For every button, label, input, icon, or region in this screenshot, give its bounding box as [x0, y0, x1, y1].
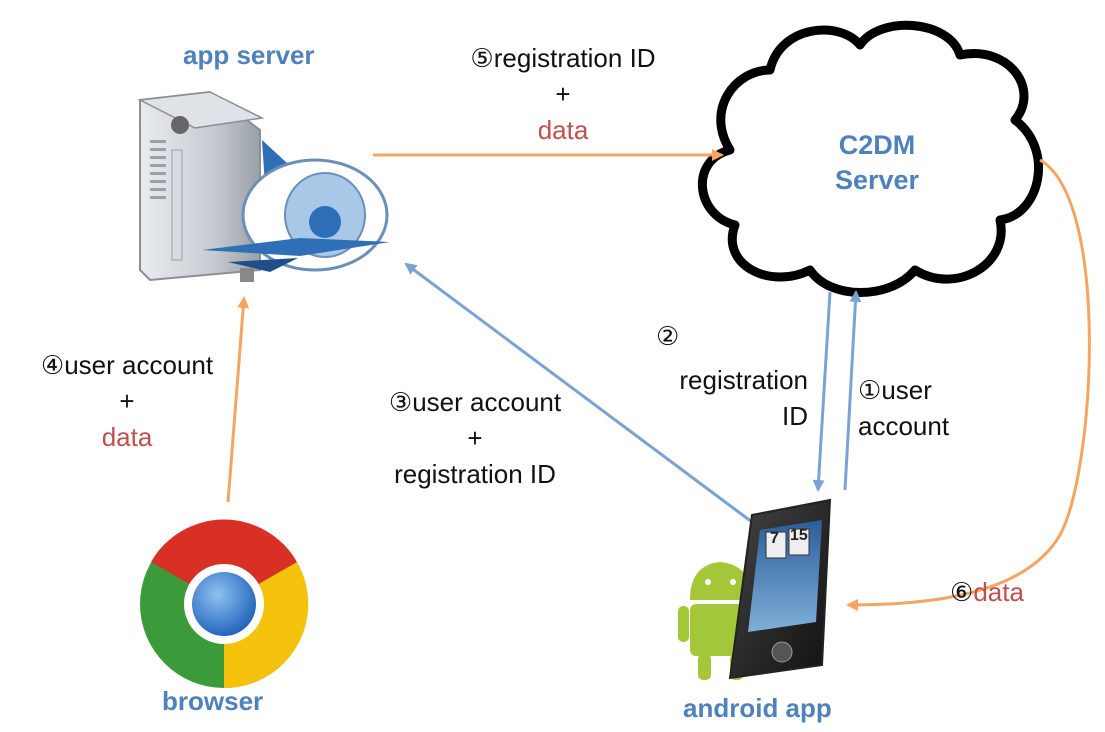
step-2-number: ②	[656, 321, 680, 351]
c2dm-cloud-shape	[698, 20, 1043, 297]
chrome-browser-icon	[140, 519, 309, 689]
app-server-title: app server	[183, 40, 315, 70]
step-2-line1: registration	[679, 365, 808, 395]
step-6-label: ⑥data	[950, 577, 1024, 608]
step-5-data: data	[537, 114, 589, 145]
step-4-line1: user account	[64, 350, 214, 380]
android-app-title: android app	[683, 693, 832, 723]
step-1-label: ①user account	[858, 375, 950, 442]
step-1-line2: account	[858, 410, 950, 441]
arrow-3-android-to-appserver	[404, 262, 761, 530]
step-3-line2: registration ID	[394, 458, 556, 489]
step-6-data: data	[973, 577, 1024, 607]
browser-title: browser	[162, 686, 264, 716]
step-4-data: data	[101, 421, 153, 452]
android-phone-icon	[728, 498, 832, 680]
c2dm-title-line1: C2DM	[838, 130, 916, 160]
step-5-number: ⑤	[470, 43, 494, 73]
step-1-line1: user	[881, 375, 932, 405]
step-4-number: ④	[40, 350, 65, 380]
step-2-line2: ID	[782, 400, 808, 431]
step-3-number: ③	[388, 387, 413, 417]
step-2-label: registration ID	[656, 365, 808, 432]
c2dm-server-title: C2DM Server	[812, 128, 942, 198]
step-4-plus: +	[119, 385, 135, 416]
arrow-4-browser-to-appserver	[226, 296, 250, 503]
phone-clock-minute: 15	[790, 527, 808, 544]
arrow-6-c2dm-to-android	[846, 158, 1091, 611]
step-4-label: ④user account + data	[22, 350, 232, 453]
step-3-plus: +	[467, 422, 483, 453]
step-5-plus: +	[555, 78, 571, 109]
app-server-icon	[137, 90, 265, 282]
c2dm-title-line2: Server	[834, 165, 920, 196]
phone-clock-hour: 7	[770, 530, 779, 547]
step-5-line1: registration ID	[493, 43, 656, 73]
step-3-line1: user account	[412, 387, 562, 417]
app-engine-jet-icon	[202, 140, 390, 272]
step-3-label: ③user account + registration ID	[370, 387, 580, 490]
step-6-number: ⑥	[950, 577, 974, 607]
arrow-2-c2dm-to-android	[812, 291, 832, 492]
step-5-label: ⑤registration ID + data	[448, 43, 678, 146]
step-1-number: ①	[858, 375, 882, 405]
arrow-1-android-to-c2dm	[843, 290, 862, 491]
